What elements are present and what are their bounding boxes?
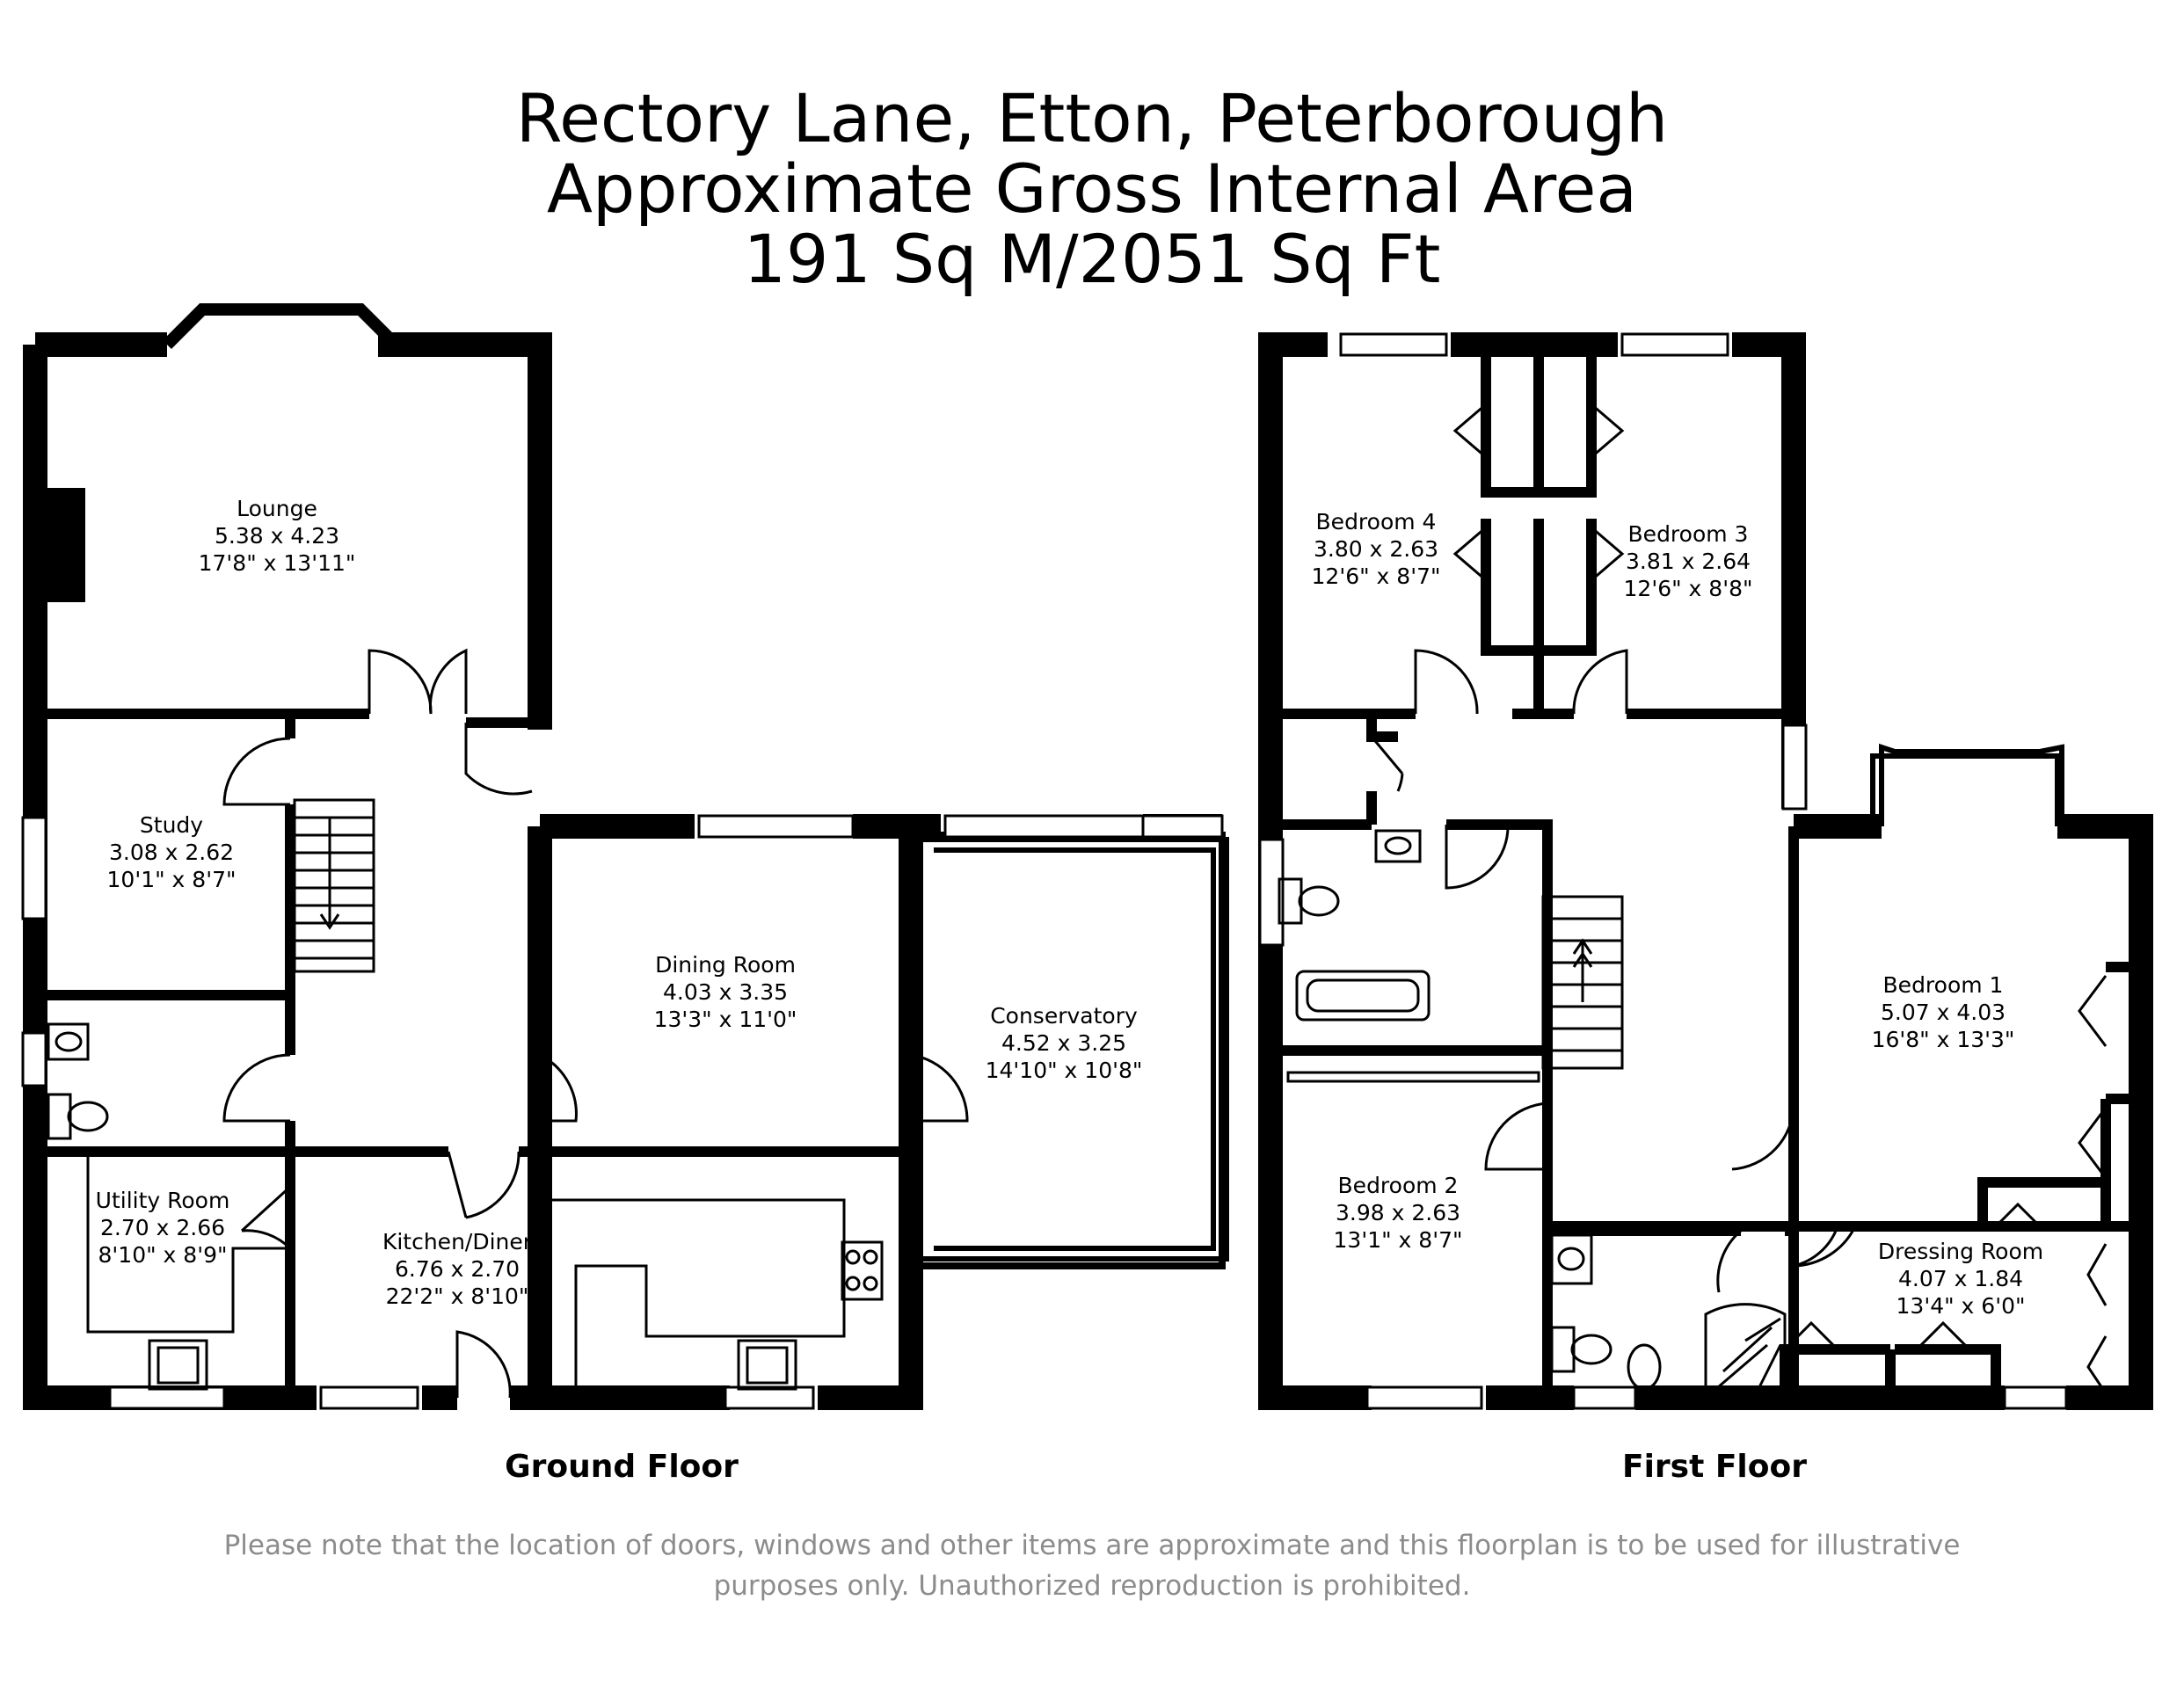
cupboard-landing xyxy=(1366,714,1398,825)
study-window xyxy=(21,816,47,920)
bed1-bay xyxy=(1870,743,2064,826)
bathroom-top xyxy=(1270,819,1553,1051)
lounge-bay xyxy=(163,303,400,349)
first-doors xyxy=(1370,649,1857,1293)
title-area-label: Approximate Gross Internal Area xyxy=(547,149,1637,228)
room-metric: 3.81 x 2.64 xyxy=(1625,549,1751,574)
conservatory-window-2 xyxy=(1141,814,1224,839)
conservatory-inner xyxy=(934,847,1216,1251)
first-fixtures xyxy=(1278,829,1662,1391)
disclaimer-line-1: Please note that the location of doors, … xyxy=(223,1530,1961,1561)
bed1-wardrobes xyxy=(1977,962,2146,1226)
room-imperial: 17'8" x 13'11" xyxy=(198,550,356,576)
page-title: Rectory Lane, Etton, Peterborough Approx… xyxy=(0,84,2184,294)
room-label-lounge: Lounge 5.38 x 4.23 17'8" x 13'11" xyxy=(167,495,387,577)
room-name: Bedroom 2 xyxy=(1337,1173,1459,1198)
ground-outer-wall xyxy=(23,332,552,1410)
room-label-utility: Utility Room 2.70 x 2.66 8'10" x 8'9" xyxy=(62,1187,264,1269)
room-imperial: 12'6" x 8'7" xyxy=(1311,564,1441,589)
title-address: Rectory Lane, Etton, Peterborough xyxy=(515,79,1669,157)
floor-label-first: First Floor xyxy=(1621,1449,1807,1485)
wc-window xyxy=(21,1031,47,1087)
spiral-stair xyxy=(1704,1303,1787,1400)
room-label-bedroom-4: Bedroom 4 3.80 x 2.63 12'6" x 8'7" xyxy=(1288,508,1464,590)
title-area-value: 191 Sq M/2051 Sq Ft xyxy=(743,220,1441,298)
room-label-bedroom-3: Bedroom 3 3.81 x 2.64 12'6" x 8'8" xyxy=(1600,520,1776,602)
room-label-study: Study 3.08 x 2.62 10'1" x 8'7" xyxy=(62,811,281,893)
wardrobe-doors xyxy=(1452,403,2108,1394)
ground-fixtures xyxy=(47,1022,884,1391)
room-name: Bedroom 4 xyxy=(1315,509,1437,534)
room-label-dining: Dining Room 4.03 x 3.35 13'3" x 11'0" xyxy=(602,951,848,1033)
room-imperial: 8'10" x 8'9" xyxy=(98,1242,228,1268)
lounge-bottom-wall xyxy=(35,709,540,728)
room-name: Lounge xyxy=(237,496,317,521)
bed4-window xyxy=(1339,332,1448,357)
kitchen-counter xyxy=(86,1156,846,1398)
disclaimer: Please note that the location of doors, … xyxy=(0,1525,2184,1606)
room-label-bedroom-1: Bedroom 1 5.07 x 4.03 16'8" x 13'3" xyxy=(1842,971,2044,1053)
kitchen-window-2 xyxy=(724,1385,815,1410)
ground-stairs xyxy=(293,798,375,973)
room-name: Dressing Room xyxy=(1877,1239,2044,1264)
ground-bottom-wall xyxy=(193,826,923,1410)
disclaimer-line-2: purposes only. Unauthorized reproduction… xyxy=(713,1570,1471,1602)
room-metric: 3.08 x 2.62 xyxy=(108,840,235,865)
utility-window xyxy=(108,1385,226,1410)
ground-doors xyxy=(222,648,969,1399)
bed2-window xyxy=(1365,1385,1483,1410)
room-name: Conservatory xyxy=(990,1003,1138,1029)
room-metric: 3.98 x 2.63 xyxy=(1335,1200,1461,1225)
fireplace xyxy=(46,488,85,602)
room-name: Kitchen/Diner xyxy=(382,1229,533,1254)
dressing-window xyxy=(2003,1385,2068,1410)
ensuite-window xyxy=(1572,1385,1637,1410)
room-metric: 4.03 x 3.35 xyxy=(662,979,789,1005)
room-name: Study xyxy=(139,812,204,838)
room-name: Bedroom 3 xyxy=(1627,521,1749,547)
room-name: Bedroom 1 xyxy=(1882,972,2004,998)
room-imperial: 12'6" x 8'8" xyxy=(1623,576,1753,601)
floor-label-ground: Ground Floor xyxy=(505,1449,739,1485)
room-metric: 5.38 x 4.23 xyxy=(214,523,340,549)
dining-window xyxy=(697,814,855,839)
room-label-kitchen: Kitchen/Diner 6.76 x 2.70 22'2" x 8'10" xyxy=(334,1228,580,1310)
kitchen-window-1 xyxy=(319,1385,419,1410)
room-name: Utility Room xyxy=(95,1188,230,1213)
room-imperial: 13'3" x 11'0" xyxy=(653,1007,797,1032)
room-metric: 4.07 x 1.84 xyxy=(1897,1266,2024,1291)
room-imperial: 13'4" x 6'0" xyxy=(1896,1293,2026,1319)
conservatory-outline xyxy=(923,837,1229,1262)
room-label-bedroom-2: Bedroom 2 3.98 x 2.63 13'1" x 8'7" xyxy=(1310,1172,1486,1254)
room-metric: 4.52 x 3.25 xyxy=(1001,1030,1127,1056)
room-imperial: 10'1" x 8'7" xyxy=(106,867,237,892)
room-metric: 5.07 x 4.03 xyxy=(1880,1000,2006,1025)
room-name: Dining Room xyxy=(655,952,796,978)
room-imperial: 13'1" x 8'7" xyxy=(1333,1227,1463,1253)
room-imperial: 14'10" x 10'8" xyxy=(985,1058,1143,1083)
dining-top-wall xyxy=(540,814,923,1248)
room-metric: 2.70 x 2.66 xyxy=(99,1215,226,1240)
room-label-dressing-room: Dressing Room 4.07 x 1.84 13'4" x 6'0" xyxy=(1855,1238,2066,1320)
room-imperial: 22'2" x 8'10" xyxy=(385,1283,529,1309)
room-metric: 3.80 x 2.63 xyxy=(1313,536,1439,562)
bed3-window xyxy=(1620,332,1729,357)
first-stairs xyxy=(1541,895,1624,1070)
room-label-conservatory: Conservatory 4.52 x 3.25 14'10" x 10'8" xyxy=(941,1002,1187,1084)
ground-right-bottom xyxy=(899,1248,923,1410)
bed-wardrobe-walls xyxy=(1481,345,1597,656)
room-metric: 6.76 x 2.70 xyxy=(394,1256,521,1282)
conservatory-window-1 xyxy=(943,814,1145,839)
room-imperial: 16'8" x 13'3" xyxy=(1871,1027,2015,1052)
landing-window xyxy=(1781,724,1808,811)
